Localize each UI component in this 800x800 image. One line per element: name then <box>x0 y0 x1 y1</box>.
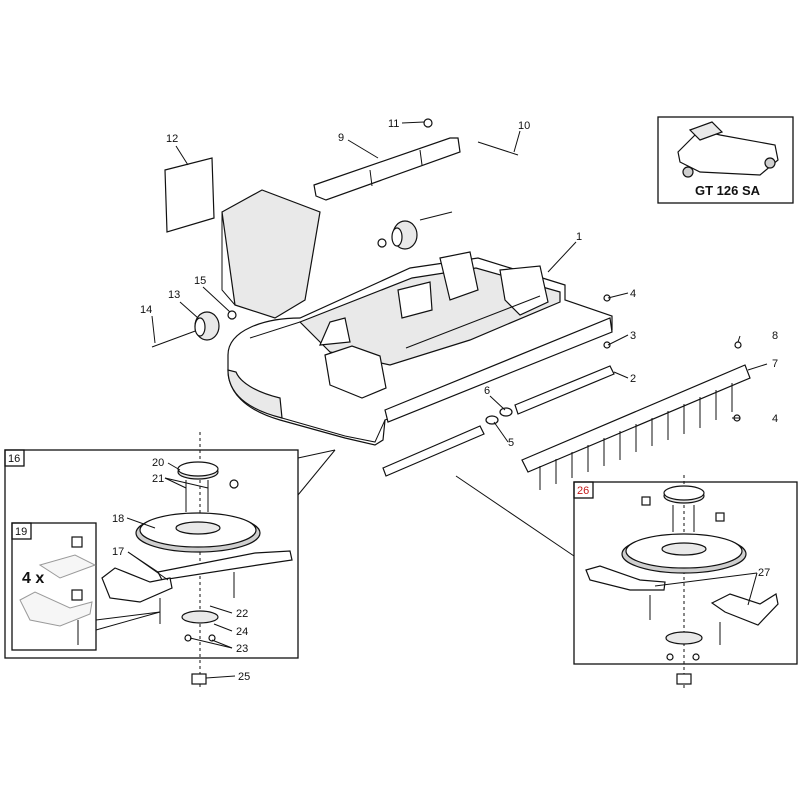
part-label-25: 25 <box>238 671 250 683</box>
inset-26-number-box <box>573 481 594 499</box>
part-number-labels: 1 2 3 4 4 5 6 7 8 9 10 11 12 13 14 15 17… <box>112 118 778 683</box>
part-label-10: 10 <box>518 120 530 132</box>
part-label-21: 21 <box>152 473 164 485</box>
top-bracket-rail <box>313 137 461 201</box>
inset-16-number: 16 <box>8 453 20 465</box>
part-label-1: 1 <box>576 231 582 243</box>
part-label-4a: 4 <box>630 288 636 300</box>
inset-19-frame <box>11 522 97 651</box>
part-label-5: 5 <box>508 437 514 449</box>
model-thumbnail-frame <box>657 116 794 204</box>
inset-16-frame <box>4 449 299 659</box>
blade-assembly-left <box>101 432 293 690</box>
mower-deck-housing <box>221 189 613 446</box>
model-thumbnail-deck <box>677 121 779 178</box>
part-label-20: 20 <box>152 457 164 469</box>
blade-assembly-right <box>585 475 779 690</box>
part-label-9: 9 <box>338 132 344 144</box>
part-label-17: 17 <box>112 546 124 558</box>
part-label-4b: 4 <box>772 413 778 425</box>
roller-assembly-right <box>377 211 453 250</box>
inset-19-parts <box>19 536 97 645</box>
part-label-8: 8 <box>772 330 778 342</box>
part-label-11: 11 <box>388 118 399 130</box>
part-label-6: 6 <box>484 385 490 397</box>
part-label-23: 23 <box>236 643 248 655</box>
inset-26-frame <box>573 481 798 665</box>
part-label-14: 14 <box>140 304 152 316</box>
part-label-2: 2 <box>630 373 636 385</box>
quantity-multiplier: 4 x <box>22 570 44 587</box>
deflector-strip-upper <box>514 365 615 415</box>
roller-assembly-left <box>151 310 237 348</box>
part-label-27: 27 <box>758 567 770 579</box>
part-label-7: 7 <box>772 358 778 370</box>
inset-19-number: 19 <box>15 526 27 538</box>
part-label-22: 22 <box>236 608 248 620</box>
part-label-24: 24 <box>236 626 248 638</box>
deflector-strip-lower <box>382 425 485 477</box>
part-label-18: 18 <box>112 513 124 525</box>
decal-plate <box>164 157 215 233</box>
inset-19-number-box <box>11 522 32 540</box>
front-comb <box>521 364 751 490</box>
part-label-15: 15 <box>194 275 206 287</box>
callout-leaders <box>126 121 768 679</box>
model-label: GT 126 SA <box>695 183 761 198</box>
inset-26-number: 26 <box>577 485 589 497</box>
part-label-12: 12 <box>166 133 178 145</box>
part-label-3: 3 <box>630 330 636 342</box>
inset-16-number-box <box>4 449 25 467</box>
part-label-13: 13 <box>168 289 180 301</box>
